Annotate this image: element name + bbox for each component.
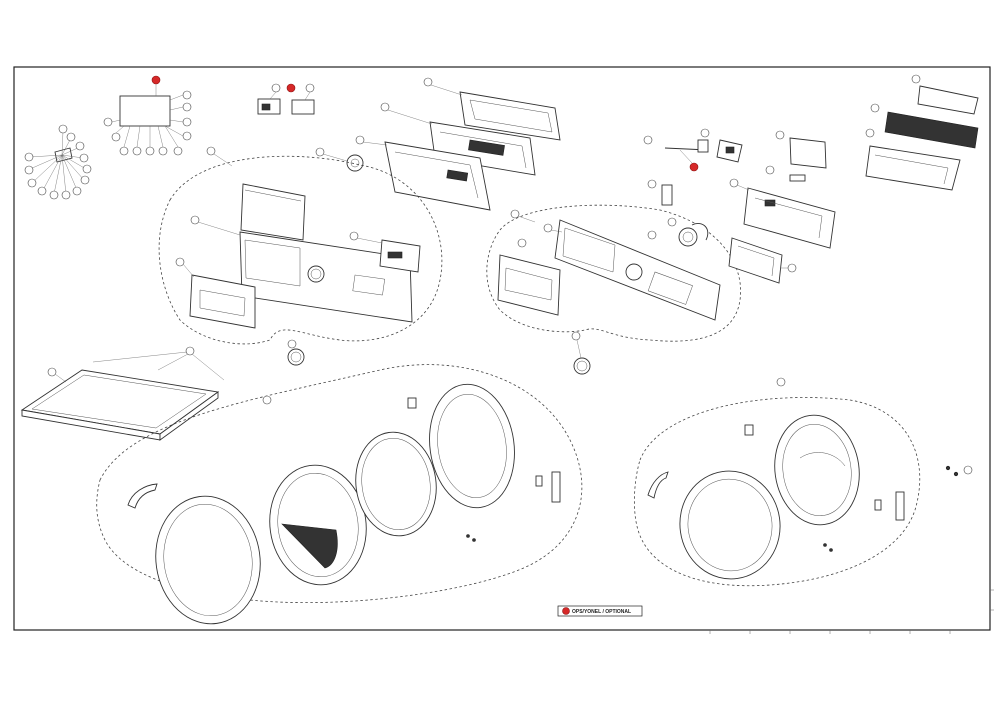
screws-far-right bbox=[945, 465, 973, 477]
control-board-upper bbox=[423, 77, 561, 141]
door-handle-right bbox=[647, 471, 669, 499]
group-label-right bbox=[510, 209, 520, 219]
harness-right bbox=[643, 128, 710, 172]
door-glass-left bbox=[269, 464, 367, 586]
hinge-parts-right bbox=[744, 424, 905, 552]
label-plate-group bbox=[103, 75, 192, 156]
pcb-right-lower bbox=[728, 237, 797, 284]
door-inner-ring-right bbox=[774, 414, 860, 526]
board-top-right-3 bbox=[865, 128, 961, 191]
pcb-right-main bbox=[729, 178, 836, 249]
selector-knob-left bbox=[287, 339, 305, 366]
detergent-drawer-cover bbox=[240, 183, 306, 241]
detergent-drawer-left bbox=[175, 257, 256, 329]
board-top-right-2 bbox=[870, 103, 979, 149]
board-top-right-1 bbox=[911, 74, 979, 115]
group-label-door-left bbox=[262, 395, 272, 405]
frame-ticks bbox=[709, 589, 994, 634]
detergent-drawer-right bbox=[497, 238, 561, 316]
control-board-middle bbox=[380, 102, 536, 176]
optional-marker bbox=[286, 83, 296, 93]
drawing-frame bbox=[13, 66, 991, 631]
switch-small bbox=[647, 179, 673, 206]
legend-label: OPS/YONEL / OPTIONAL bbox=[572, 609, 631, 615]
legend-marker bbox=[562, 607, 570, 615]
display-board-right-upper bbox=[775, 130, 827, 169]
knob-encoder-upper bbox=[315, 147, 364, 172]
optional-legend: OPS/YONEL / OPTIONAL bbox=[557, 605, 643, 617]
door-assembly-group-right bbox=[633, 397, 921, 587]
control-panel-fascia bbox=[190, 215, 413, 323]
connector-right bbox=[765, 165, 806, 182]
top-cover bbox=[20, 346, 225, 441]
wiring-harness-cluster bbox=[24, 124, 92, 200]
connector-boxes bbox=[257, 83, 315, 115]
hinge-parts-left bbox=[407, 397, 561, 542]
door-outer-frame-left bbox=[155, 495, 261, 625]
optional-marker bbox=[151, 75, 161, 85]
group-label-left bbox=[206, 146, 216, 156]
door-assembly-group-left bbox=[96, 364, 583, 604]
door-inner-ring-left bbox=[429, 383, 515, 509]
group-label-door-right bbox=[776, 377, 786, 387]
optional-marker bbox=[689, 162, 699, 172]
control-board-lower bbox=[355, 135, 491, 211]
control-panel-group-left bbox=[158, 155, 443, 345]
knob-encoder-right bbox=[647, 217, 709, 247]
selector-knob-right bbox=[571, 331, 591, 375]
wifi-module bbox=[716, 139, 743, 163]
door-gasket-left bbox=[355, 431, 437, 537]
door-handle-left bbox=[127, 483, 158, 509]
control-panel-group-right bbox=[486, 204, 742, 342]
door-outer-frame-right bbox=[679, 470, 781, 580]
control-panel-fascia-right bbox=[543, 219, 721, 321]
display-board-left bbox=[349, 231, 421, 273]
